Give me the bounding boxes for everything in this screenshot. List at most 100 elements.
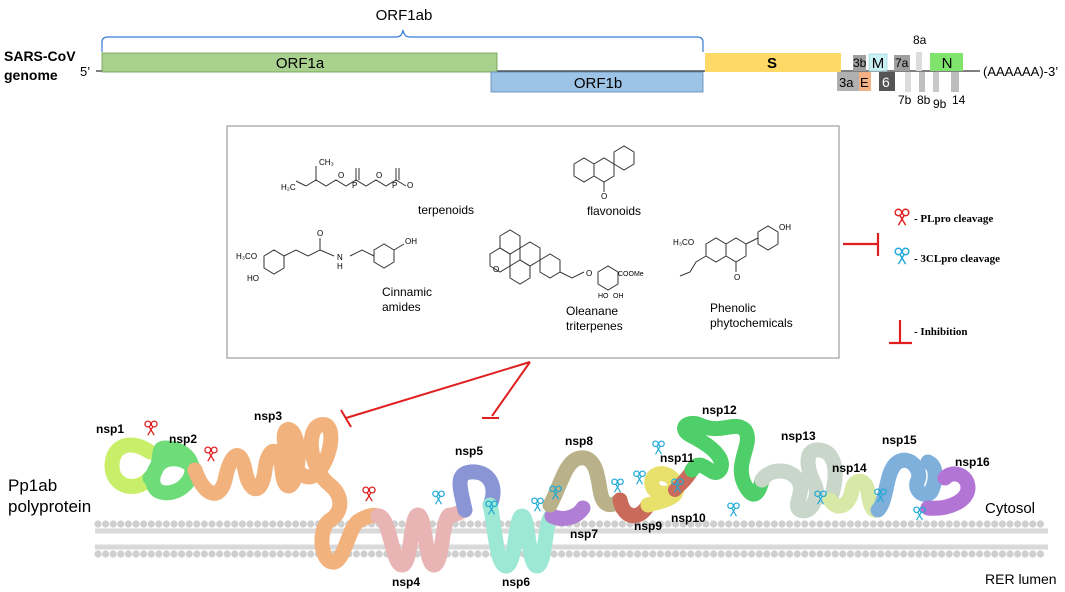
nsp13-label: nsp13 <box>781 429 816 443</box>
lipid-head <box>459 520 467 528</box>
lipid-head <box>1021 550 1029 558</box>
lipid-head <box>915 550 923 558</box>
lipid-head <box>930 550 938 558</box>
lipid-head <box>831 520 839 528</box>
lipid-head <box>892 550 900 558</box>
lipid-head <box>679 550 687 558</box>
lipid-head <box>816 520 824 528</box>
lipid-head <box>474 520 482 528</box>
lipid-head <box>109 520 117 528</box>
lipid-head <box>1029 520 1037 528</box>
flavonoid-structure <box>573 145 635 192</box>
inhibition-symbol-right <box>843 233 880 256</box>
lipid-head <box>862 550 870 558</box>
nsp11-label: nsp11 <box>660 451 694 465</box>
lipid-head <box>968 520 976 528</box>
lipid-head <box>938 520 946 528</box>
lipid-head <box>109 550 117 558</box>
lipid-head <box>945 550 953 558</box>
lipid-head <box>664 520 672 528</box>
gene-7a-label: 7a <box>895 56 909 70</box>
lipid-head <box>132 520 140 528</box>
orf1a-box <box>101 52 498 73</box>
lipid-head <box>155 550 163 558</box>
orf1b-box <box>490 71 704 93</box>
lipid-head <box>618 520 627 528</box>
lipid-head <box>284 550 292 558</box>
nsp14-label: nsp14 <box>832 461 867 475</box>
nsp2-domain <box>142 440 203 501</box>
lipid-head <box>649 520 657 528</box>
pp1ab-label-2: polyprotein <box>8 497 91 516</box>
lipid-head <box>208 550 216 558</box>
lipid-head <box>778 520 786 528</box>
gene-9b-label: 9b <box>933 97 947 111</box>
cinnamic-structure <box>263 238 405 275</box>
lipid-head <box>846 550 855 558</box>
lipid-head <box>292 520 300 528</box>
genome-title-line1: SARS-CoV <box>4 48 76 64</box>
lipid-head <box>254 550 262 558</box>
cin-ho: HO <box>247 274 259 283</box>
lipid-head <box>976 550 984 558</box>
lipid-head <box>824 520 832 528</box>
gene-7b-box <box>905 72 911 92</box>
lipid-head <box>702 520 710 528</box>
lipid-head <box>124 520 132 528</box>
lipid-head <box>223 550 231 558</box>
lipid-head <box>200 520 208 528</box>
lipid-head <box>763 550 771 558</box>
ole-cooh: COOMe <box>618 271 644 278</box>
lipid-head <box>626 550 634 558</box>
lipid-head <box>938 550 946 558</box>
lipid-head <box>261 520 269 528</box>
lipid-head <box>193 550 201 558</box>
lipid-head <box>140 520 148 528</box>
lipid-head <box>1021 520 1029 528</box>
terp-h2c: H₂C <box>281 183 296 192</box>
legend-inhibition: - Inhibition <box>914 326 968 338</box>
lipid-head <box>915 520 923 528</box>
cinnamic-label-2: amides <box>382 300 421 314</box>
cin-oh: OH <box>405 237 417 246</box>
lipid-head <box>725 520 733 528</box>
lipid-head <box>968 550 976 558</box>
lipid-head <box>216 550 224 558</box>
lipid-head <box>877 520 885 528</box>
ole-o2: O <box>586 269 592 278</box>
lipid-head <box>702 550 710 558</box>
lipid-head <box>1006 550 1014 558</box>
lipid-head <box>664 550 672 558</box>
cin-n: N <box>337 253 343 262</box>
lipid-head <box>930 520 938 528</box>
lipid-head <box>307 550 315 558</box>
lipid-head <box>694 550 703 558</box>
plpro-site-icon <box>204 446 218 462</box>
lipid-head <box>550 550 558 558</box>
gene-6-label: 6 <box>882 74 890 90</box>
lipid-head <box>634 550 642 558</box>
lipid-head <box>907 550 915 558</box>
plpro-site-icon <box>362 486 376 502</box>
lipid-head <box>216 520 224 528</box>
lipid-head <box>884 520 893 528</box>
lipid-head <box>466 550 474 558</box>
lipid-head <box>945 520 953 528</box>
nsp5-label: nsp5 <box>455 444 483 458</box>
lipid-head <box>603 550 611 558</box>
lipid-head <box>170 550 178 558</box>
lipid-head <box>672 520 680 528</box>
lipid-head <box>459 550 467 558</box>
lipid-head <box>983 550 991 558</box>
nsp10-domain <box>640 466 685 513</box>
nsp13-domain <box>754 442 843 519</box>
genome-title-line2: genome <box>4 67 58 83</box>
lipid-head <box>770 550 779 558</box>
lipid-head <box>755 550 763 558</box>
lipid-head <box>558 550 566 558</box>
gene-8a-box <box>916 52 922 71</box>
lipid-head <box>960 520 969 528</box>
lipid-head <box>276 550 284 558</box>
3clpro-site-icon <box>633 470 646 485</box>
